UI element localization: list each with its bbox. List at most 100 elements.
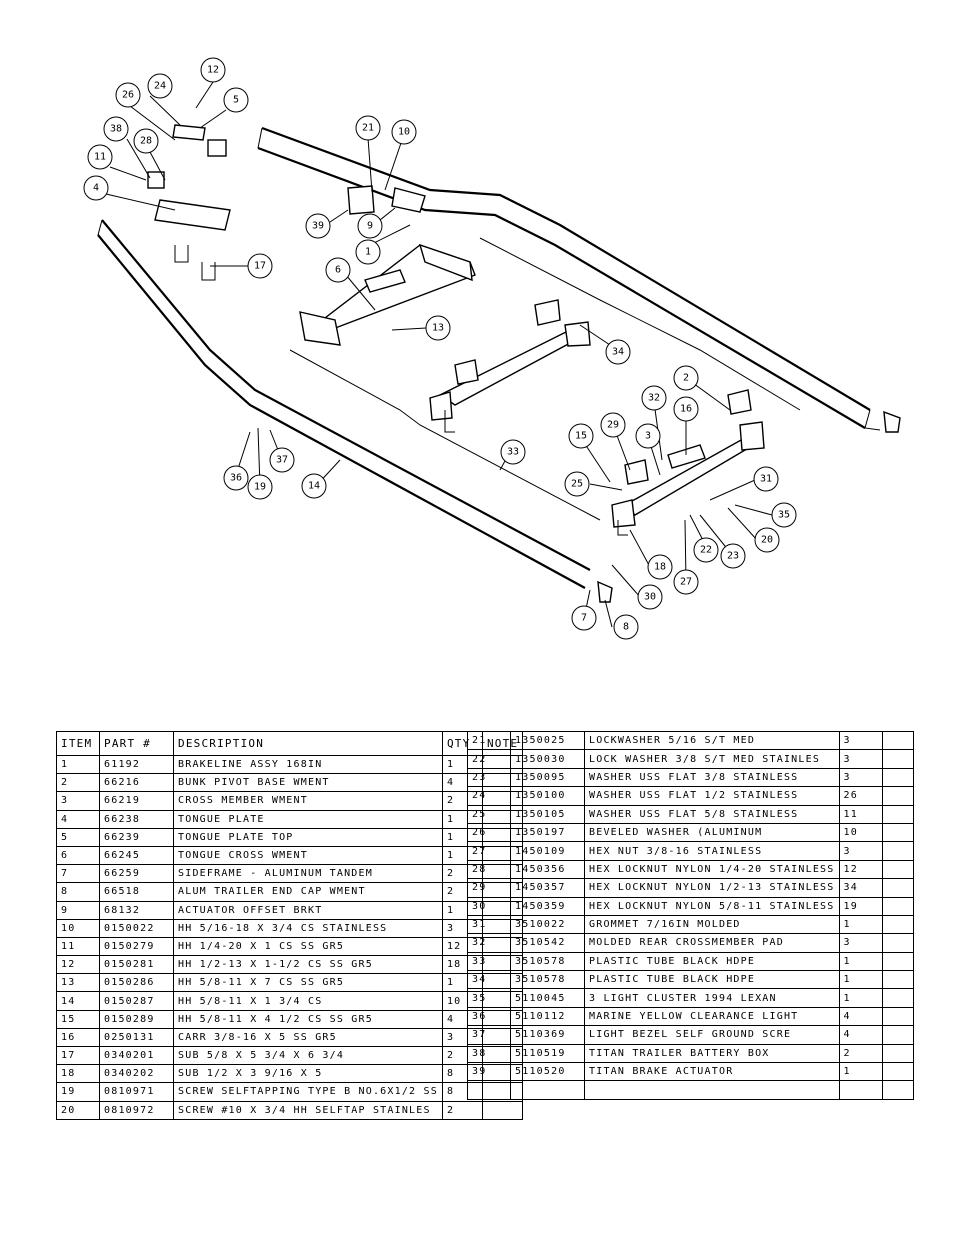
balloon-label: 6 bbox=[335, 265, 341, 276]
cell-qty: 11 bbox=[838, 804, 883, 824]
cell-item: 36 bbox=[467, 1006, 511, 1027]
balloon-label: 19 bbox=[254, 482, 266, 493]
cell-item: 15 bbox=[56, 1009, 100, 1029]
balloon-29: 29 bbox=[600, 412, 626, 438]
cell-qty: 4 bbox=[838, 1006, 883, 1027]
balloon-label: 11 bbox=[94, 152, 106, 163]
balloon-label: 7 bbox=[581, 613, 587, 624]
bunk-pivot-base bbox=[727, 389, 752, 415]
cell-note bbox=[881, 1006, 914, 1027]
cell-item: 26 bbox=[467, 822, 511, 843]
header-description: DESCRIPTION bbox=[173, 731, 443, 756]
balloon-circle bbox=[754, 527, 780, 553]
cell-part: 66219 bbox=[99, 791, 174, 811]
cell-part: 3510578 bbox=[510, 951, 585, 972]
leader-lines bbox=[105, 81, 773, 628]
balloon-label: 17 bbox=[254, 261, 266, 272]
balloon-label: 37 bbox=[276, 455, 288, 466]
u-bolt-17 bbox=[201, 262, 216, 281]
balloon-circle bbox=[571, 605, 597, 631]
cell-note bbox=[881, 822, 914, 843]
cell-item: 37 bbox=[467, 1025, 511, 1045]
balloon-24: 24 bbox=[147, 73, 173, 99]
cell-qty: 3 bbox=[838, 767, 883, 788]
cell-description: TONGUE CROSS WMENT bbox=[173, 845, 443, 866]
cell-qty: 4 bbox=[838, 1025, 883, 1045]
balloon-circle bbox=[103, 116, 129, 142]
cell-part: 1450359 bbox=[510, 896, 585, 916]
cell-note bbox=[881, 896, 914, 916]
cell-note bbox=[881, 933, 914, 953]
balloon-16: 16 bbox=[673, 396, 699, 422]
balloon-circle bbox=[613, 614, 639, 640]
u-bolt-18 bbox=[444, 410, 455, 433]
balloon-label: 27 bbox=[680, 577, 692, 588]
cell-part: 66245 bbox=[99, 845, 174, 866]
header-item: ITEM bbox=[56, 731, 100, 756]
cell-note bbox=[881, 749, 914, 769]
balloon-circle bbox=[641, 385, 667, 411]
cell-description: SCREW #10 X 3/4 HH SELFTAP STAINLES bbox=[173, 1100, 443, 1120]
cell-item: 1 bbox=[56, 754, 100, 775]
cell-blank bbox=[838, 1080, 883, 1100]
cell-part: 66239 bbox=[99, 827, 174, 847]
balloon-circle bbox=[500, 439, 526, 465]
balloon-label: 26 bbox=[122, 90, 134, 101]
tongue-cross-member bbox=[299, 243, 476, 346]
cell-description: HH 5/16-18 X 3/4 CS STAINLESS bbox=[173, 918, 443, 938]
cell-part: 0340201 bbox=[99, 1045, 174, 1066]
balloon-5: 5 bbox=[223, 87, 249, 113]
cell-description: LOCK WASHER 3/8 S/T MED STAINLES bbox=[584, 749, 840, 769]
tongue-plate-top bbox=[172, 124, 206, 141]
balloon-7: 7 bbox=[571, 605, 597, 631]
cell-qty: 1 bbox=[838, 970, 883, 990]
cell-item: 28 bbox=[467, 859, 511, 880]
cell-description: MARINE YELLOW CLEARANCE LIGHT bbox=[584, 1006, 840, 1027]
cell-item: 21 bbox=[467, 730, 511, 751]
balloon-circle bbox=[673, 365, 699, 391]
balloon-circle bbox=[247, 253, 273, 279]
cell-item: 6 bbox=[56, 845, 100, 866]
cell-part: 66259 bbox=[99, 864, 174, 884]
cell-part: 3510542 bbox=[510, 933, 585, 953]
cell-part: 1350100 bbox=[510, 786, 585, 806]
balloon-label: 14 bbox=[308, 481, 320, 492]
balloon-circle bbox=[647, 554, 673, 580]
cell-item: 13 bbox=[56, 973, 100, 993]
balloon-label: 18 bbox=[654, 562, 666, 573]
cell-note bbox=[881, 730, 914, 751]
cross-member-middle bbox=[429, 299, 591, 421]
cell-part: 0150289 bbox=[99, 1009, 174, 1029]
cell-note bbox=[881, 786, 914, 806]
balloon-circle bbox=[355, 239, 381, 265]
cell-description: HEX LOCKNUT NYLON 5/8-11 STAINLESS bbox=[584, 896, 840, 916]
balloon-22: 22 bbox=[693, 537, 719, 563]
cell-qty: 19 bbox=[838, 896, 883, 916]
cell-item: 31 bbox=[467, 914, 511, 935]
cell-item: 2 bbox=[56, 773, 100, 793]
cell-part: 0150022 bbox=[99, 918, 174, 938]
balloon-circle bbox=[391, 119, 417, 145]
cell-blank bbox=[584, 1080, 840, 1100]
balloon-circle bbox=[247, 474, 273, 500]
cell-qty: 2 bbox=[441, 1100, 483, 1120]
cell-item: 14 bbox=[56, 991, 100, 1011]
cell-part: 0340202 bbox=[99, 1064, 174, 1084]
balloon-9: 9 bbox=[357, 213, 383, 239]
balloon-label: 1 bbox=[365, 247, 371, 258]
cell-item: 19 bbox=[56, 1082, 100, 1102]
brake-actuator bbox=[347, 185, 375, 215]
